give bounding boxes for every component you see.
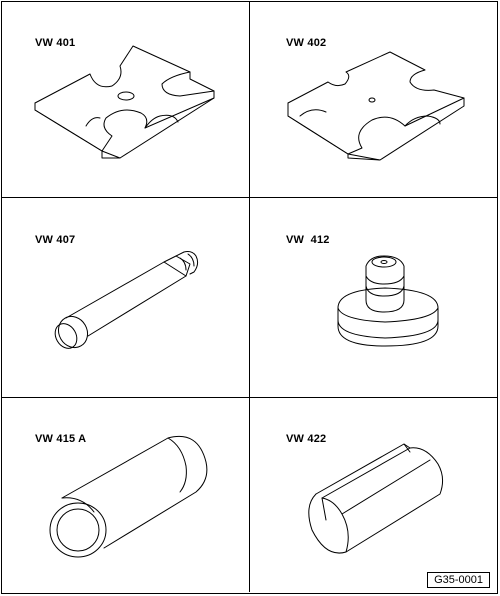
column-divider — [249, 1, 250, 592]
row-divider-1 — [1, 197, 498, 198]
vw402-plate-drawing — [287, 51, 465, 161]
tool-label-vw415a: VW 415 A — [35, 433, 87, 445]
tool-label-vw401: VW 401 — [35, 37, 76, 49]
tool-label-vw402: VW 402 — [286, 37, 327, 49]
vw412-press-drawing — [337, 255, 439, 347]
drawing-reference: G35-0001 — [427, 572, 490, 588]
vw422-split-sleeve-drawing — [308, 443, 444, 554]
tool-label-vw412: VW 412 — [286, 234, 330, 246]
vw401-plate-drawing — [34, 45, 215, 159]
tool-label-vw407: VW 407 — [35, 234, 76, 246]
vw407-pin-drawing — [54, 251, 199, 349]
row-divider-2 — [1, 397, 498, 398]
vw415a-sleeve-drawing — [49, 436, 208, 558]
tool-label-vw422: VW 422 — [286, 433, 327, 445]
